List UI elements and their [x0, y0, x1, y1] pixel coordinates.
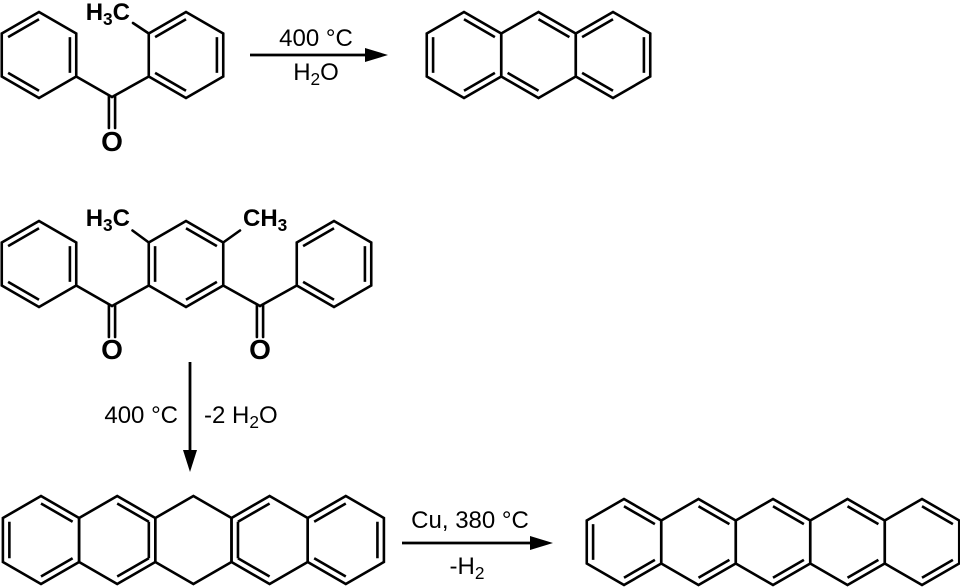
structure-pentacene [585, 497, 960, 587]
structure-dihydropentacene [1, 494, 386, 586]
arrow-step2-head [183, 450, 197, 472]
methyl-label-top: H3C [86, 0, 130, 29]
arrow-step3: Cu, 380 °C -H2 [402, 507, 553, 583]
carbonyl-oxygen-label-right: O [249, 334, 271, 365]
step1-conditions-below: H2O [293, 59, 339, 89]
arrow-step1-head [365, 48, 388, 62]
structure-dimethyl-dibenzoylbenzene [0, 219, 373, 339]
carbonyl-oxygen-label-top: O [101, 126, 123, 157]
structure-anthracene [425, 10, 652, 100]
step3-conditions-below: -H2 [450, 553, 485, 583]
arrow-step3-head [530, 536, 553, 550]
step3-conditions-above: Cu, 380 °C [411, 507, 529, 534]
step2-conditions-left: 400 °C [104, 402, 178, 429]
step2-conditions-right: -2 H2O [204, 402, 278, 432]
arrow-step2: 400 °C -2 H2O [104, 362, 278, 472]
methyl-label-right: CH3 [243, 205, 287, 235]
step1-conditions-above: 400 °C [279, 25, 353, 52]
methyl-label-left: H3C [86, 205, 130, 235]
structure-2-methylbenzophenone [0, 10, 225, 130]
arrow-step1: 400 °C H2O [250, 25, 388, 89]
carbonyl-oxygen-label-left: O [101, 334, 123, 365]
